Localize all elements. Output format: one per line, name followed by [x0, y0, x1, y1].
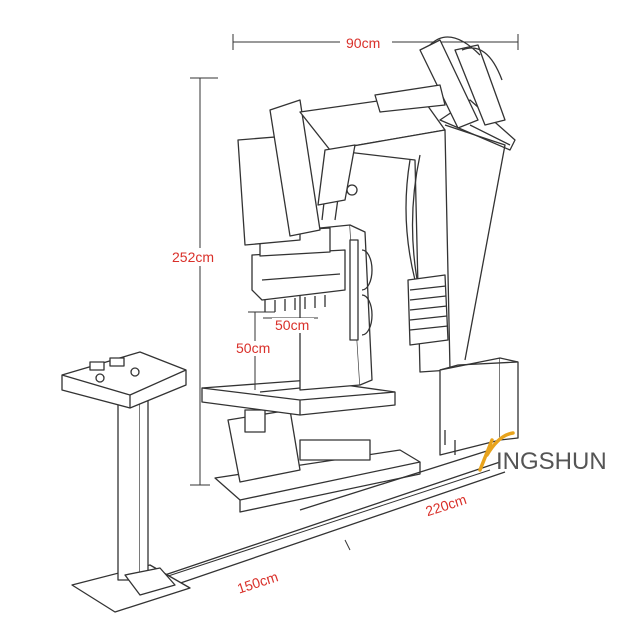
head-depth-label: 50cm: [275, 317, 309, 333]
height-label: 252cm: [172, 249, 214, 265]
machine-base: [214, 409, 421, 513]
dimension-head: 50cm 50cm: [233, 311, 318, 390]
electrical-cabinet: [439, 357, 519, 456]
kingshun-logo: INGSHUN: [478, 431, 607, 475]
control-pedestal: [61, 351, 187, 596]
base-nameplate: [299, 439, 371, 461]
dimension-base-length: 220cm 150cm: [149, 469, 491, 597]
dimension-height: 252cm: [168, 77, 228, 486]
logo-k-mark: [478, 431, 515, 472]
logo-text: INGSHUN: [496, 448, 607, 475]
head-clearance-label: 50cm: [236, 340, 270, 356]
work-table: [201, 379, 396, 416]
hydraulic-cylinders: [317, 36, 506, 206]
press-head: [237, 99, 346, 312]
motor: [407, 274, 449, 346]
dimension-width-top: 90cm: [232, 34, 519, 51]
width-label: 90cm: [346, 35, 380, 51]
pedestal-distance-label: 150cm: [235, 568, 280, 596]
